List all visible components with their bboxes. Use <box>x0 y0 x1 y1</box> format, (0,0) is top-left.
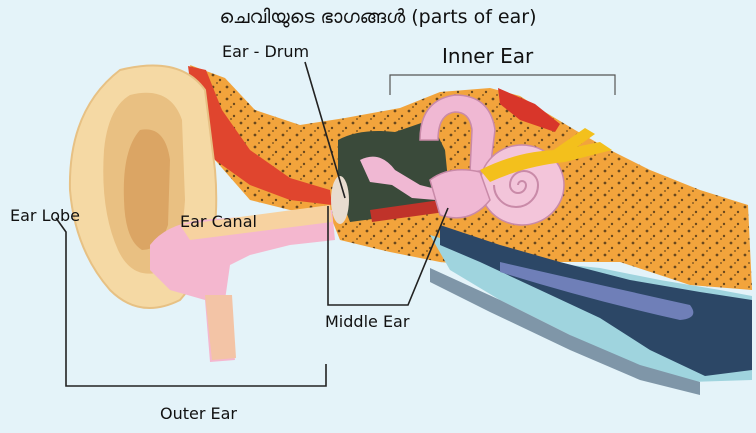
ear-canal-label: Ear Canal <box>180 212 257 231</box>
ear-drum-label: Ear - Drum <box>222 42 309 61</box>
inner-ear-label: Inner Ear <box>442 44 533 68</box>
ear-lobe-label: Ear Lobe <box>10 206 80 225</box>
middle-ear-label: Middle Ear <box>325 312 409 331</box>
pinna-cavity <box>124 129 170 250</box>
outer-ear-label: Outer Ear <box>160 404 237 423</box>
diagram-title: ചെവിയുടെ ഭാഗങ്ങൾ (parts of ear) <box>0 6 756 28</box>
